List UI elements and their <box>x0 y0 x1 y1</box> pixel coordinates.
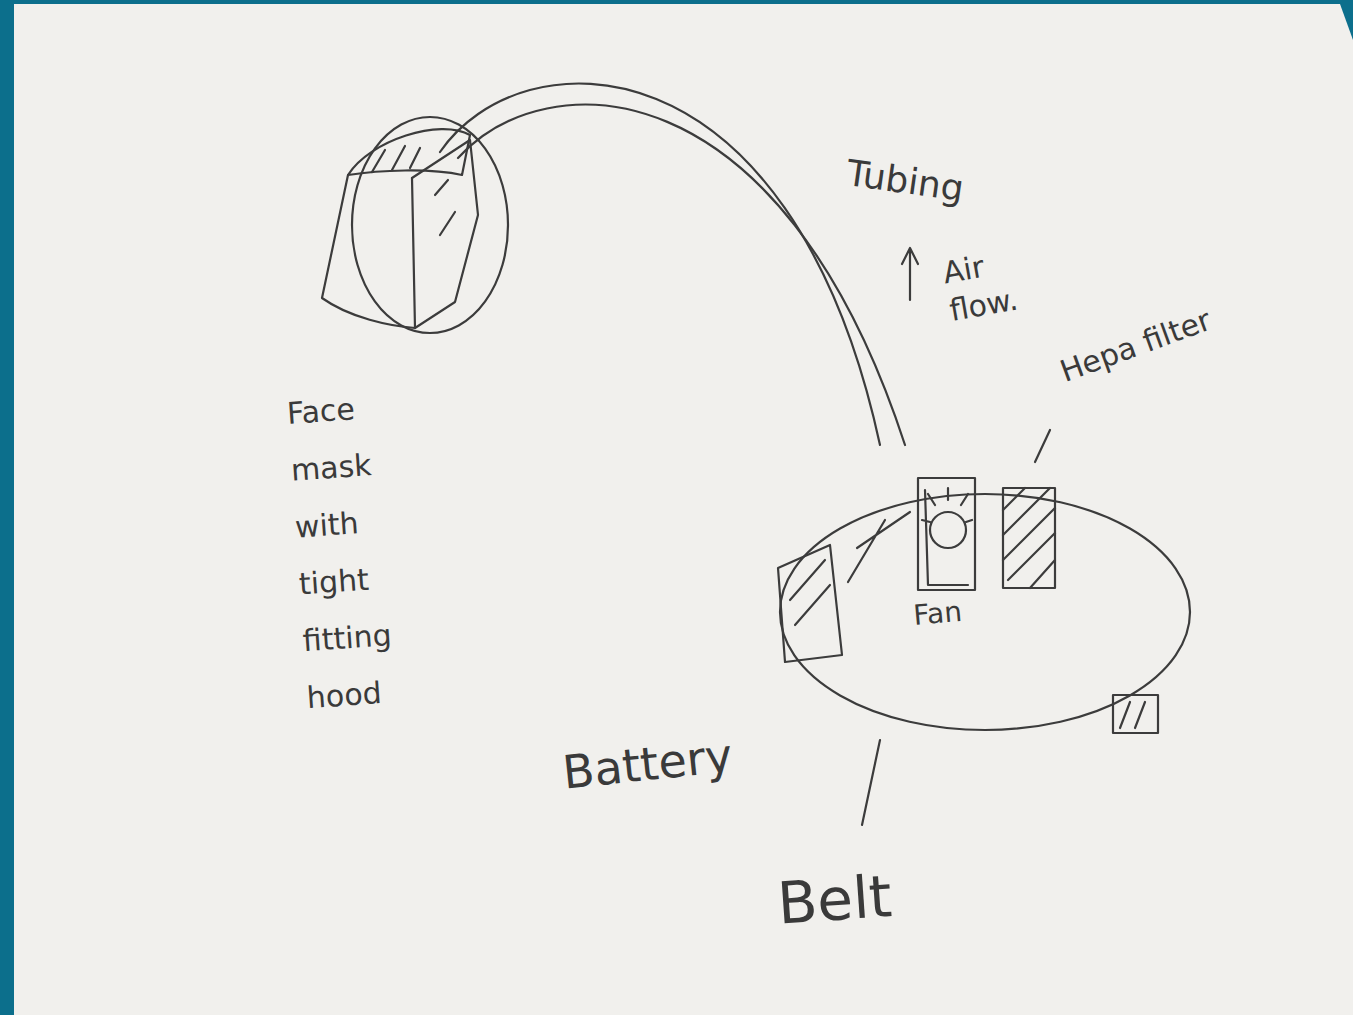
filter-leader <box>1035 430 1050 462</box>
switch-box <box>1113 695 1158 733</box>
fan-blades <box>922 488 972 585</box>
airflow-arrow <box>902 248 918 300</box>
belt-leader <box>862 740 880 825</box>
paper-sheet <box>14 4 1353 1015</box>
battery-wire <box>848 512 910 582</box>
tubing-inner <box>458 105 905 445</box>
mask-shading <box>372 146 455 235</box>
fan-hub <box>930 512 966 548</box>
tubing-outer <box>440 84 880 445</box>
mask-body <box>322 175 415 328</box>
filter-hatch <box>1003 488 1055 588</box>
battery-box <box>778 545 842 662</box>
sketch-label: Belt <box>775 854 980 940</box>
sketch-label: Face mask with tight fitting hood <box>285 376 434 726</box>
battery-hatch <box>790 560 830 625</box>
hepa-filter-box <box>1003 488 1055 588</box>
fan-box <box>918 478 975 590</box>
switch-marks <box>1120 702 1145 728</box>
mask-visor <box>412 140 478 328</box>
